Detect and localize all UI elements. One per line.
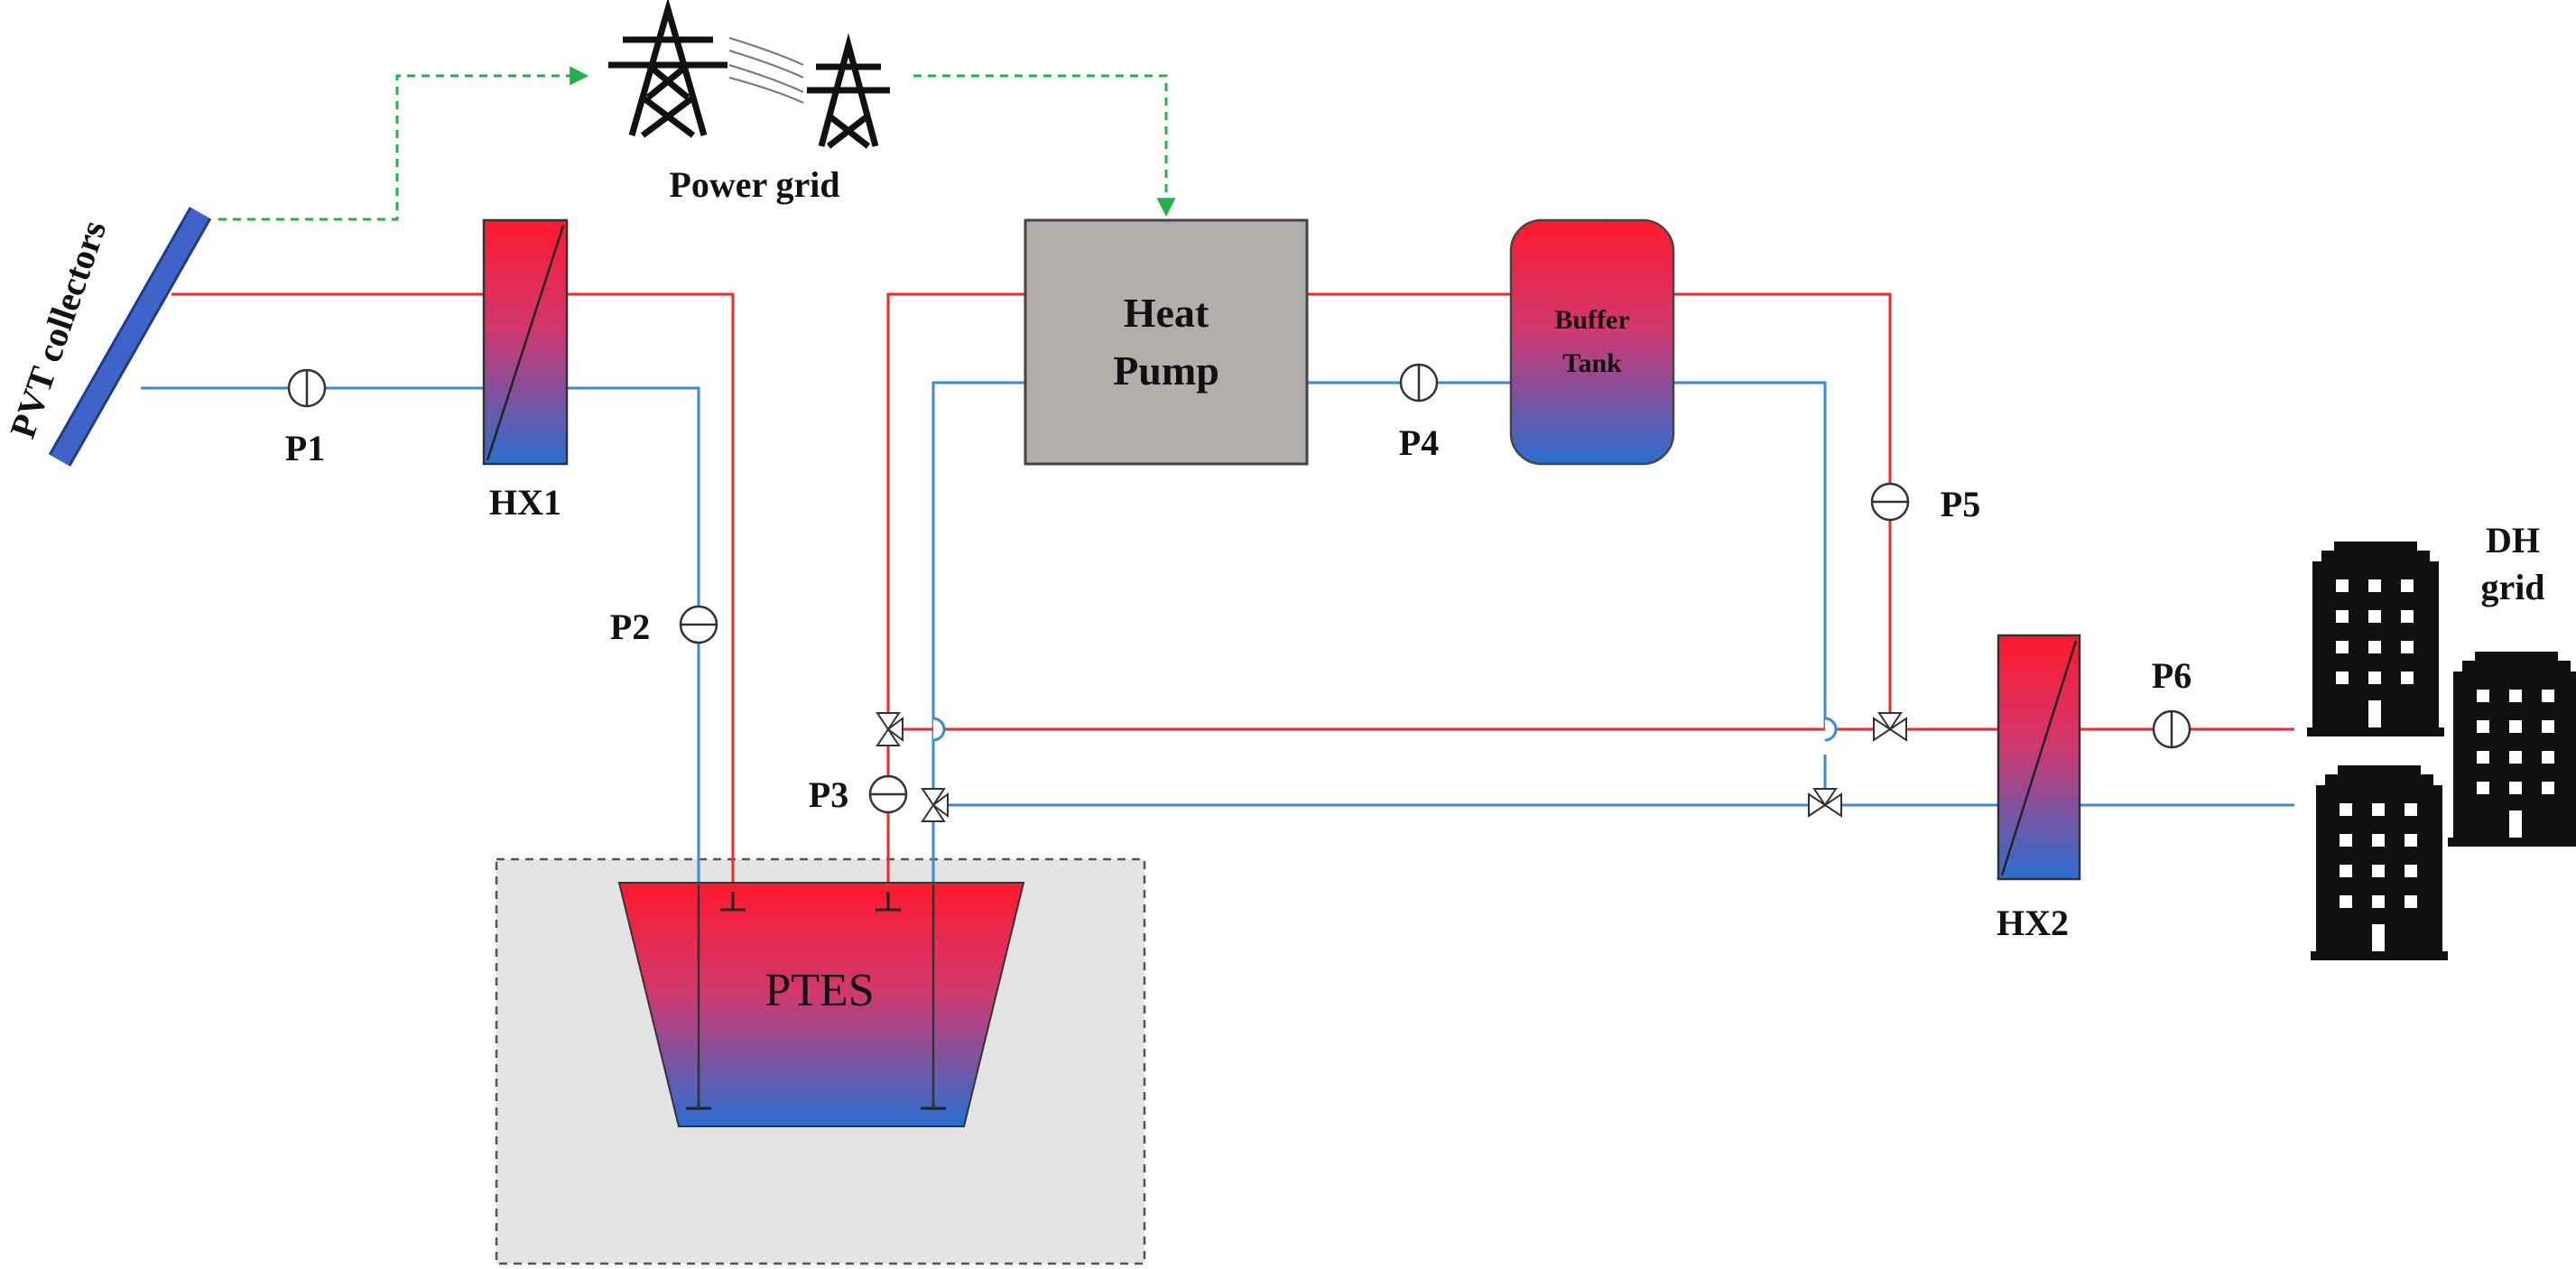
pump-p4-icon: [1399, 363, 1439, 403]
pump-p4-label: P4: [1399, 422, 1439, 463]
heat-pump-box: [1024, 218, 1309, 466]
pump-p1-label: P1: [285, 428, 325, 468]
pipe-hx1-cold-from-ptes: [567, 386, 700, 1103]
building-icon-top: [2307, 542, 2444, 736]
valve-icon-right-hot: [1873, 712, 1907, 742]
building-icon-right: [2448, 652, 2576, 847]
pump-p5-label: P5: [1941, 484, 1980, 524]
valve-icon-left-hot: [876, 712, 903, 746]
pipe-hp-cold-from-ptes: [931, 381, 1025, 1103]
crossover-hop-left: [932, 717, 946, 742]
valve-icon-right-cold: [1808, 788, 1842, 818]
heat-exchanger-hx1: [482, 218, 569, 466]
ptes-pit: [617, 882, 1025, 1127]
pump-p3-icon: [868, 774, 908, 814]
power-lines: [728, 37, 804, 104]
crossover-hop-right: [1824, 717, 1838, 742]
pump-p1-icon: [287, 368, 327, 408]
heat-pump-label-line2: Pump: [1113, 347, 1219, 394]
electric-line-grid-to-heatpump: [913, 74, 1176, 218]
ptes-label: PTES: [764, 965, 874, 1016]
electric-line-pvt-to-grid: [218, 66, 589, 221]
pump-p5-icon: [1870, 482, 1910, 522]
pipe-hp-hot-to-ptes: [886, 292, 1025, 894]
pump-p2-icon: [679, 605, 718, 644]
dh-grid-label-line1: DH: [2486, 520, 2540, 560]
hx1-label: HX1: [489, 482, 561, 523]
heat-exchanger-hx2: [1997, 634, 2081, 881]
buffer-tank-label-line2: Tank: [1562, 348, 1622, 378]
hx2-label: HX2: [1997, 903, 2069, 943]
valve-icon-left-cold: [921, 788, 949, 822]
pvt-collector-panel: [48, 207, 212, 467]
buffer-tank: [1509, 218, 1675, 466]
pump-p6-label: P6: [2152, 655, 2191, 696]
heat-pump-label-line1: Heat: [1124, 290, 1209, 336]
pump-p2-label: P2: [610, 607, 650, 647]
pump-p6-icon: [2152, 709, 2191, 749]
dh-grid-label-line2: grid: [2480, 567, 2544, 607]
power-grid-tower-icon: [608, 0, 890, 149]
pipe-buffer-hot-out: [1673, 292, 1892, 729]
buffer-tank-label-line1: Buffer: [1554, 305, 1629, 335]
pipe-hx1-hot-to-ptes: [567, 292, 735, 894]
power-grid-label: Power grid: [669, 164, 839, 205]
ptes-internal-pipes: [697, 885, 935, 1108]
pump-p3-label: P3: [809, 774, 848, 815]
building-icon-bottom: [2311, 765, 2448, 960]
pipe-buffer-cold-in: [1673, 381, 1827, 805]
